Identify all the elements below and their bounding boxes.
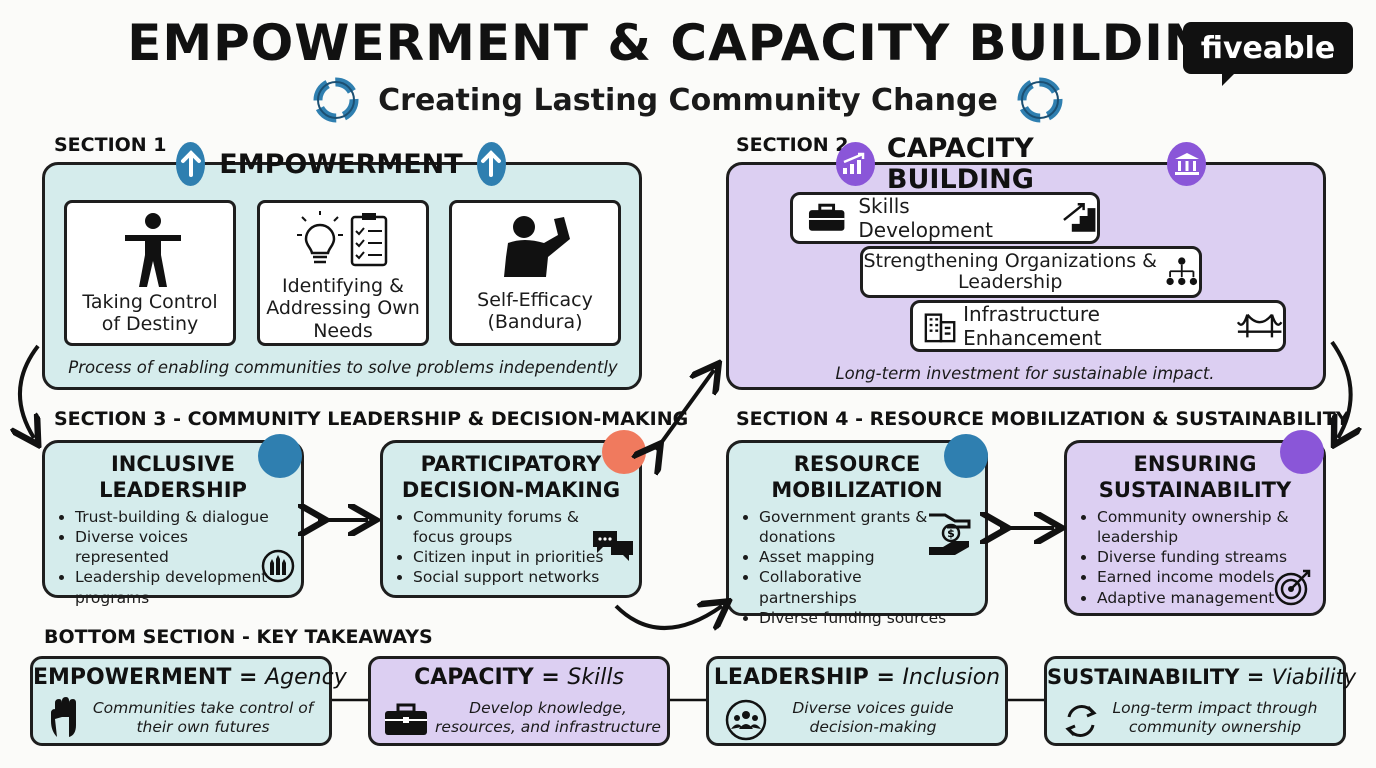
- bullet-item: Government grants & donations: [759, 507, 949, 547]
- box-title: PARTICIPATORY DECISION-MAKING: [401, 452, 621, 503]
- bullet-item: Community ownership & leadership: [1097, 507, 1293, 547]
- briefcase-icon: [808, 203, 845, 231]
- infrastructure-item: Infrastructure Enhancement: [910, 300, 1286, 352]
- card-label: Self-Efficacy (Bandura): [477, 289, 593, 334]
- takeaway-title: CAPACITY = Skills: [414, 665, 624, 690]
- raised-hands-icon: [261, 549, 295, 583]
- blue-dot: [258, 434, 302, 478]
- capacity-caption: Long-term investment for sustainable imp…: [835, 364, 1215, 383]
- hands-circle-icon: [1017, 77, 1063, 123]
- resource-mobilization-box: RESOURCE MOBILIZATION Government grants …: [726, 440, 988, 627]
- takeaway-card: SUSTAINABILITY = Viability Long-term imp…: [1044, 656, 1357, 746]
- takeaway-desc: Diverse voices guide decision-making: [792, 699, 954, 737]
- empowerment-heading: EMPOWERMENT: [219, 148, 463, 180]
- buildings-icon: [924, 313, 956, 343]
- chat-bubbles-icon: [593, 531, 633, 561]
- box-title: RESOURCE MOBILIZATION: [771, 452, 943, 503]
- bullet-item: Trust-building & dialogue: [75, 507, 275, 527]
- box-title: INCLUSIVE LEADERSHIP: [99, 452, 247, 503]
- subtitle-row: Creating Lasting Community Change: [0, 72, 1376, 128]
- empowerment-card: Self-Efficacy (Bandura): [449, 200, 621, 346]
- capacity-heading-row: CAPACITY BUILDING: [836, 133, 1206, 195]
- bridge-icon: [1236, 313, 1283, 338]
- institution-icon: [1167, 142, 1206, 186]
- takeaway-title: EMPOWERMENT = Agency: [33, 665, 347, 690]
- bullet-item: Asset mapping: [759, 547, 949, 567]
- bullet-list: Government grants & donations Asset mapp…: [741, 507, 949, 628]
- inclusive-leadership-box: INCLUSIVE LEADERSHIP Trust-building & di…: [42, 440, 304, 607]
- participatory-decision-box: PARTICIPATORY DECISION-MAKING Community …: [380, 440, 642, 598]
- bullet-item: Earned income models: [1097, 567, 1293, 587]
- section4-label: SECTION 4 - RESOURCE MOBILIZATION & SUST…: [736, 408, 1350, 430]
- group-icon: [725, 699, 767, 741]
- blue-dot: [944, 434, 988, 478]
- ensuring-sustainability-box: ENSURING SUSTAINABILITY Community owners…: [1064, 440, 1326, 616]
- empowerment-card: Taking Control of Destiny: [64, 200, 236, 346]
- arrow-up-icon: [176, 142, 206, 186]
- card-label: Identifying & Addressing Own Needs: [266, 275, 420, 342]
- bar-chart-icon: [836, 142, 875, 186]
- toolbox-icon: [385, 703, 427, 735]
- arrow-up-icon: [476, 142, 506, 186]
- takeaway-card: EMPOWERMENT = Agency Communities take co…: [30, 656, 347, 746]
- fiveable-logo: fiveable: [1183, 22, 1353, 74]
- item-label: Infrastructure Enhancement: [963, 302, 1102, 350]
- strengthening-item: Strengthening Organizations & Leadership: [860, 246, 1202, 298]
- card-label: Taking Control of Destiny: [82, 291, 218, 336]
- takeaway-card: CAPACITY = Skills Develop knowledge, res…: [368, 656, 670, 746]
- bullet-item: Diverse funding sources: [759, 608, 949, 628]
- money-hands-icon: $: [929, 513, 971, 555]
- takeaway-title: LEADERSHIP = Inclusion: [713, 665, 1001, 690]
- bullet-item: Diverse funding streams: [1097, 547, 1293, 567]
- empowerment-caption: Process of enabling communities to solve…: [68, 358, 618, 377]
- skills-development-item: Skills Development: [790, 192, 1100, 244]
- bullet-item: Diverse voices represented: [75, 527, 275, 567]
- svg-text:$: $: [947, 527, 955, 540]
- person-arms-out-icon: [125, 213, 181, 287]
- hands-circle-icon: [313, 77, 359, 123]
- section2-label: SECTION 2: [736, 134, 849, 156]
- hand-icon: [51, 697, 76, 737]
- item-label: Strengthening Organizations & Leadership: [863, 250, 1158, 293]
- bullet-item: Adaptive management: [1097, 588, 1293, 608]
- bullet-list: Trust-building & dialogue Diverse voices…: [57, 507, 275, 608]
- lightbulb-checklist-icon: [297, 211, 388, 267]
- page-subtitle: Creating Lasting Community Change: [378, 82, 998, 118]
- bullet-item: Citizen input in priorities: [413, 547, 625, 567]
- takeaway-card: LEADERSHIP = Inclusion Diverse voices gu…: [706, 656, 1008, 746]
- stairs-arrow-icon: [1061, 202, 1096, 232]
- takeaway-desc: Develop knowledge, resources, and infras…: [435, 699, 661, 737]
- capacity-heading: CAPACITY BUILDING: [886, 133, 1034, 195]
- flexing-person-icon: [504, 216, 570, 277]
- item-label: Skills Development: [858, 194, 993, 242]
- takeaway-title: SUSTAINABILITY = Viability: [1047, 665, 1357, 689]
- org-chart-icon: [1166, 257, 1198, 286]
- takeaway-desc: Communities take control of their own fu…: [92, 699, 314, 737]
- takeaway-desc: Long-term impact through community owner…: [1112, 699, 1318, 737]
- cycle-icon: [1065, 705, 1097, 737]
- section3-label: SECTION 3 - COMMUNITY LEADERSHIP & DECIS…: [54, 408, 689, 430]
- bullet-list: Community forums & focus groups Citizen …: [395, 507, 625, 588]
- bullet-list: Community ownership & leadership Diverse…: [1079, 507, 1293, 608]
- empowerment-card: Identifying & Addressing Own Needs: [257, 200, 429, 346]
- purple-dot: [1280, 430, 1324, 474]
- section1-label: SECTION 1: [54, 134, 167, 156]
- bullet-item: Leadership development programs: [75, 567, 275, 607]
- logo-tail: [1222, 72, 1236, 86]
- page-title: EMPOWERMENT & CAPACITY BUILDING: [127, 14, 1249, 72]
- bullet-item: Community forums & focus groups: [413, 507, 625, 547]
- bullet-item: Social support networks: [413, 567, 625, 587]
- empowerment-heading-row: EMPOWERMENT: [176, 141, 506, 187]
- target-icon: [1274, 569, 1311, 606]
- bullet-item: Collaborative partnerships: [759, 567, 949, 607]
- takeaways-label: BOTTOM SECTION - KEY TAKEAWAYS: [44, 626, 433, 648]
- box-title: ENSURING SUSTAINABILITY: [1098, 452, 1292, 503]
